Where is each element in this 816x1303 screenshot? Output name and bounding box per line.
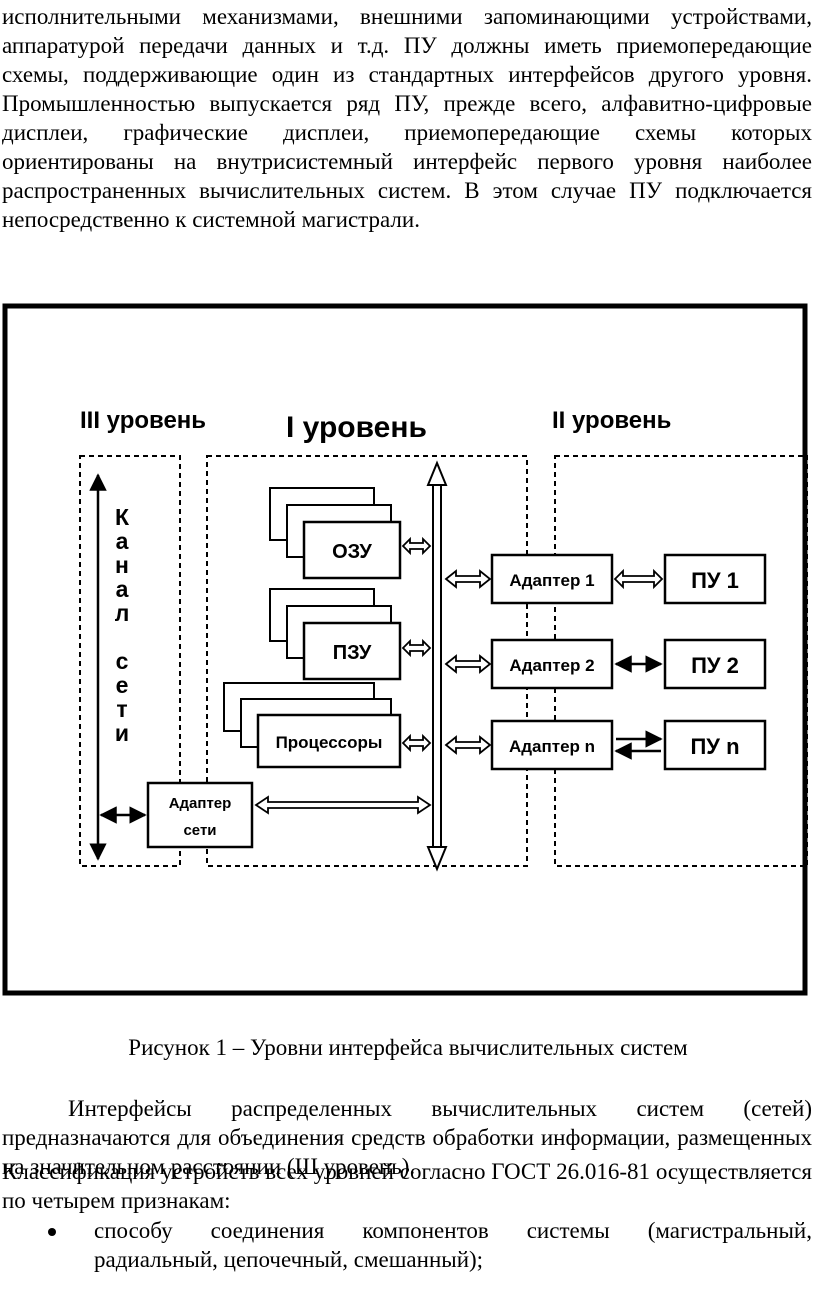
channel-letter: с bbox=[116, 648, 129, 674]
channel-letter: а bbox=[116, 576, 129, 602]
list-item-text: способу соединения компонентов системы (… bbox=[94, 1218, 812, 1272]
network-channel-label: К а н а л с е т и bbox=[115, 504, 130, 746]
level-3-region bbox=[79, 455, 181, 867]
paragraph-classification: Классификация устройств всех уровней сог… bbox=[2, 1159, 812, 1213]
list-item: способу соединения компонентов системы (… bbox=[2, 1216, 812, 1274]
channel-letter: е bbox=[116, 672, 129, 698]
channel-letter: К bbox=[115, 504, 130, 530]
pu-2-box bbox=[663, 638, 767, 690]
channel-letter: л bbox=[115, 600, 130, 626]
adapter-1-label: Адаптер 1 bbox=[509, 571, 594, 590]
ozu-stack: ОЗУ bbox=[269, 487, 402, 580]
criteria-list: способу соединения компонентов системы (… bbox=[2, 1216, 812, 1274]
system-bus bbox=[426, 460, 448, 872]
channel-letter: и bbox=[115, 720, 129, 746]
adapter-1-box bbox=[490, 553, 614, 605]
channel-letter: т bbox=[116, 696, 127, 722]
adapter-n-box bbox=[490, 719, 614, 771]
adapter1-pu1-arrow bbox=[613, 568, 664, 590]
processors-label: Процессоры bbox=[276, 733, 383, 752]
net-adapter-box bbox=[146, 781, 254, 849]
channel-letter: н bbox=[115, 552, 129, 578]
pu-n-label: ПУ n bbox=[690, 734, 739, 759]
pu-n-box bbox=[663, 719, 767, 771]
adapter-2-box bbox=[490, 638, 614, 690]
pzu-stack: ПЗУ bbox=[269, 588, 402, 681]
channel-letter: а bbox=[116, 528, 129, 554]
net-adapter-label-1: Адаптер bbox=[169, 795, 232, 812]
ozu-box bbox=[302, 520, 402, 580]
figure-caption: Рисунок 1 – Уровни интерфейса вычислител… bbox=[128, 1035, 688, 1060]
pu-2-label: ПУ 2 bbox=[691, 653, 739, 678]
bullet-icon bbox=[48, 1228, 56, 1236]
net-adapter-bus-arrow bbox=[254, 795, 432, 815]
net-adapter-label-2: сети bbox=[183, 822, 216, 839]
bus-adapter-arrows bbox=[444, 569, 492, 755]
processors-box bbox=[256, 713, 402, 769]
paragraph-distributed-interfaces: Интерфейсы распределенных вычислительных… bbox=[2, 1096, 812, 1179]
pzu-box bbox=[302, 621, 402, 681]
interface-levels-diagram: III уровень I уровень II уровень К а н а… bbox=[2, 303, 808, 996]
level-2-label: II уровень bbox=[552, 407, 671, 434]
memory-bus-arrows bbox=[401, 536, 432, 753]
processors-stack: Процессоры bbox=[223, 682, 402, 769]
adapter-2-label: Адаптер 2 bbox=[509, 656, 594, 675]
pzu-label: ПЗУ bbox=[333, 642, 372, 664]
pu-1-label: ПУ 1 bbox=[691, 568, 739, 593]
top-paragraph: исполнительными механизмами, внешними за… bbox=[2, 4, 812, 232]
pu-1-box bbox=[663, 553, 767, 605]
adapter-n-label: Адаптер n bbox=[509, 737, 595, 756]
figure-frame bbox=[2, 303, 808, 996]
level-3-label: III уровень bbox=[80, 407, 206, 434]
level-1-label: I уровень bbox=[286, 411, 427, 444]
ozu-label: ОЗУ bbox=[332, 541, 372, 563]
